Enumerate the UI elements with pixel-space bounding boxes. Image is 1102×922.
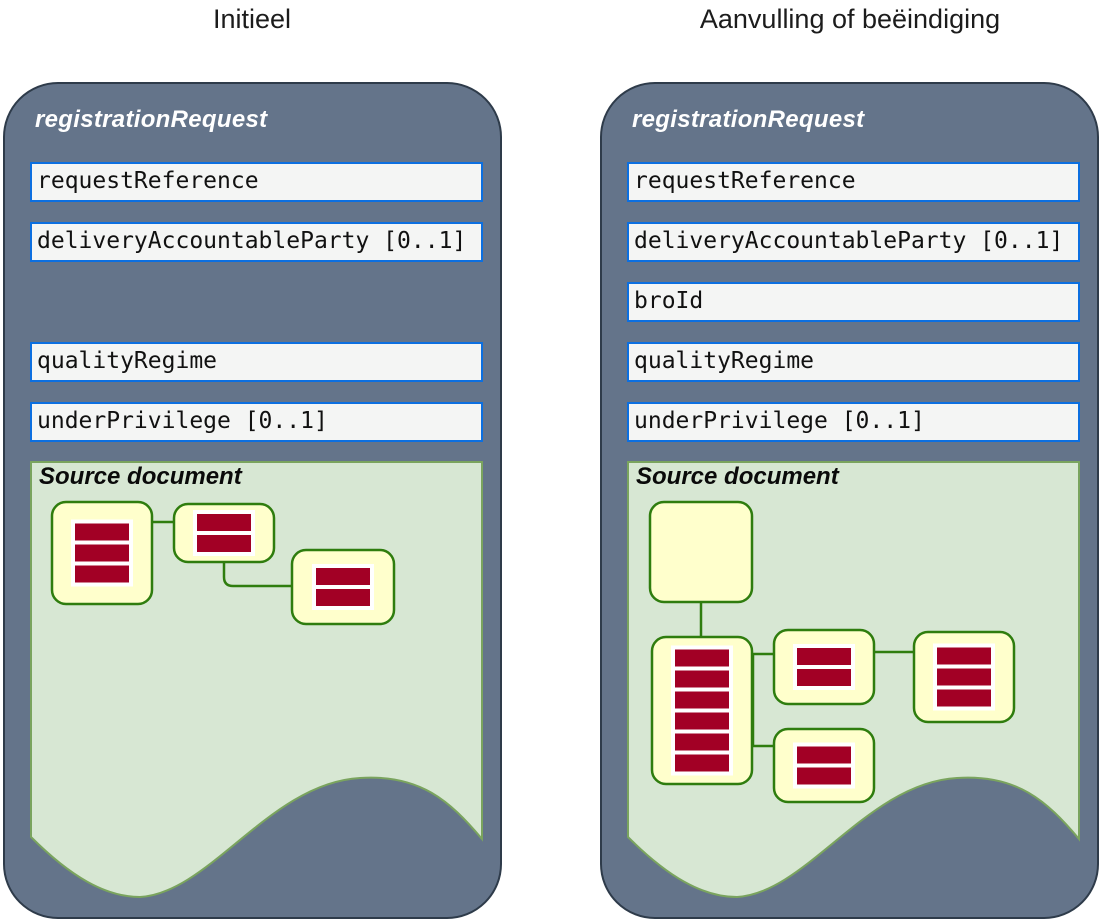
document-node-bar (675, 691, 729, 709)
field-box-qualityregime: qualityRegime (30, 342, 483, 382)
document-node-bar (75, 565, 129, 583)
connector-line (222, 562, 292, 588)
column-label-initieel: Initieel (212, 4, 292, 34)
registration-request-panel-aanvulling: registrationRequest requestReference deli… (600, 82, 1099, 919)
document-node-bar (675, 649, 729, 667)
document-node-bar (937, 647, 991, 665)
field-box-requestreference: requestReference (627, 162, 1080, 202)
document-node-bar (675, 754, 729, 772)
document-node-bar (75, 544, 129, 562)
document-node-bar (797, 746, 851, 764)
field-box-underprivilege-0-1: underPrivilege [0..1] (627, 402, 1080, 442)
document-node-bar (675, 670, 729, 688)
document-node-bar (797, 669, 851, 686)
field-box-requestreference: requestReference (30, 162, 483, 202)
document-node-bar (937, 689, 991, 707)
document-node (648, 500, 754, 604)
panel-title: registrationRequest (35, 106, 268, 133)
field-box-deliveryaccountableparty-0-1: deliveryAccountableParty [0..1] (627, 222, 1080, 262)
document-node-bar (316, 589, 370, 606)
document-node-bar (937, 668, 991, 686)
document-node-bar (197, 514, 251, 531)
document-node-bar (797, 648, 851, 665)
field-box-qualityregime: qualityRegime (627, 342, 1080, 382)
field-box-deliveryaccountableparty-0-1: deliveryAccountableParty [0..1] (30, 222, 483, 262)
document-node-bar (75, 523, 129, 541)
column-label-aanvulling: Aanvulling of beëindiging (699, 4, 1001, 34)
source-document-section: Source document (627, 461, 1080, 916)
source-document-diagram (627, 461, 1080, 899)
source-document-title: Source document (636, 463, 839, 490)
panel-title: registrationRequest (632, 106, 865, 133)
field-box-underprivilege-0-1: underPrivilege [0..1] (30, 402, 483, 442)
document-node-bar (316, 568, 370, 585)
document-node-bar (675, 733, 729, 751)
source-document-title: Source document (39, 463, 242, 490)
registration-request-panel-initieel: registrationRequest requestReference deli… (3, 82, 502, 919)
field-box-broid: broId (627, 282, 1080, 322)
source-document-section: Source document (30, 461, 483, 916)
document-node-bar (675, 712, 729, 730)
document-node-paper (671, 645, 733, 776)
document-node-bar (197, 535, 251, 552)
document-node-bar (797, 767, 851, 785)
source-document-diagram (30, 461, 483, 899)
